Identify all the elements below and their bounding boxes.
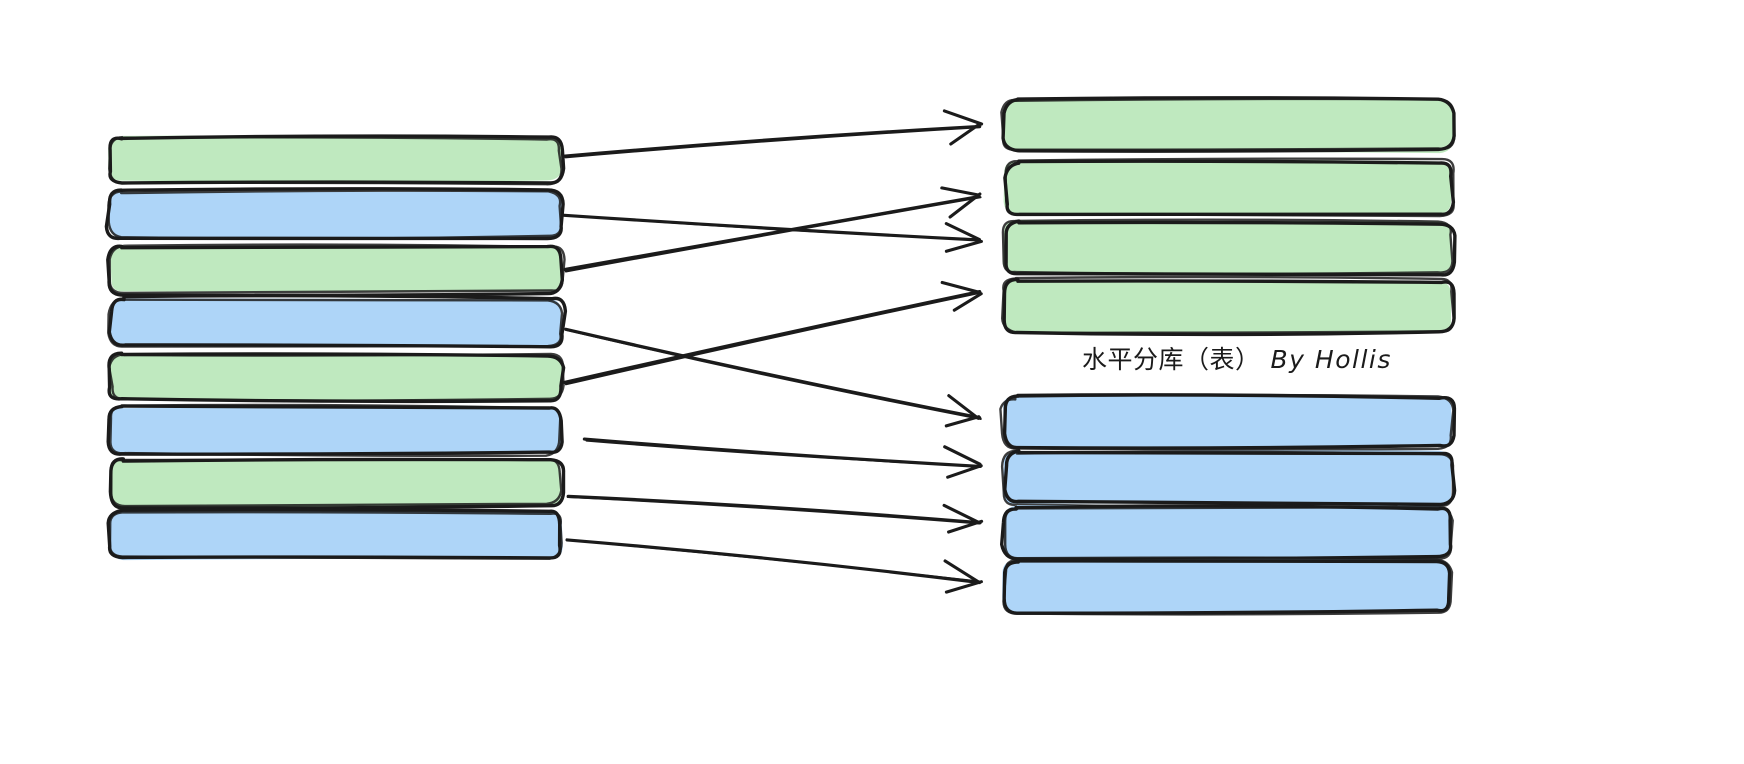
connection-arrow: [563, 186, 982, 273]
connection-arrow: [565, 538, 983, 594]
source-table-bar[interactable]: [108, 457, 566, 510]
connection-line: [562, 213, 980, 241]
bar-fill: [110, 245, 563, 292]
arrowhead-stroke: [944, 222, 981, 242]
bar-outline: [1003, 505, 1454, 560]
bar-fill: [109, 406, 562, 455]
caption-author: By Hollis: [1270, 345, 1392, 374]
connection-lines-layer: [562, 109, 984, 594]
bar-outline: [108, 510, 563, 560]
bar-outline: [109, 403, 562, 458]
bar-fill: [1003, 395, 1452, 449]
source-table-bar[interactable]: [106, 403, 564, 458]
arrowhead-stroke: [947, 394, 980, 420]
connection-line: [564, 196, 982, 273]
bar-outline: [110, 458, 563, 508]
source-stack-layer: [104, 134, 568, 561]
target-green-layer: [1000, 96, 1457, 337]
connection-line: [568, 539, 981, 583]
bar-outline: [1000, 449, 1455, 509]
arrowhead-stroke: [942, 109, 984, 126]
source-table-bar[interactable]: [106, 243, 566, 298]
arrowhead-stroke: [948, 192, 982, 219]
arrowhead-stroke: [943, 445, 982, 466]
connection-arrow: [566, 494, 984, 534]
bar-fill: [1004, 504, 1453, 559]
bar-outline: [1004, 219, 1457, 277]
bar-fill: [109, 191, 563, 239]
shard-blue-bar[interactable]: [1002, 557, 1454, 616]
arrowhead-stroke: [943, 559, 981, 584]
arrowhead-stroke: [942, 503, 981, 525]
connection-line: [562, 290, 982, 385]
bar-fill: [109, 510, 563, 561]
connection-arrow: [562, 280, 983, 386]
bar-outline: [1001, 275, 1455, 334]
connection-line: [585, 439, 980, 468]
bar-fill: [1002, 558, 1451, 613]
arrowhead-stroke: [944, 580, 983, 594]
bar-outline: [108, 243, 566, 295]
connection-line: [564, 126, 981, 159]
shard-blue-bar[interactable]: [1000, 504, 1454, 561]
caption-chinese: 水平分库（表）: [1082, 345, 1261, 374]
arrowhead-stroke: [952, 292, 983, 312]
shard-green-bar[interactable]: [1000, 96, 1456, 154]
bar-outline: [107, 189, 563, 240]
bar-fill: [109, 459, 561, 508]
bar-fill: [109, 354, 564, 401]
bar-outline: [1000, 97, 1456, 151]
shard-green-bar[interactable]: [1001, 275, 1456, 337]
shard-green-bar[interactable]: [1001, 218, 1457, 277]
source-table-bar[interactable]: [104, 187, 565, 241]
arrowhead-stroke: [940, 280, 980, 294]
source-table-bar[interactable]: [107, 294, 568, 349]
target-blue-layer: [999, 393, 1457, 616]
bar-outline: [108, 352, 565, 402]
shard-blue-bar[interactable]: [999, 393, 1457, 452]
bar-outline: [1001, 218, 1454, 276]
bar-fill: [109, 298, 563, 348]
bar-outline: [999, 393, 1455, 452]
arrowhead-stroke: [940, 186, 981, 197]
diagram-caption: 水平分库（表） By Hollis: [1082, 340, 1392, 376]
shard-green-bar[interactable]: [1003, 157, 1456, 218]
source-table-bar[interactable]: [108, 134, 566, 186]
arrowhead-stroke: [947, 519, 984, 534]
connection-line: [564, 292, 981, 386]
source-table-bar[interactable]: [106, 507, 563, 561]
bar-fill: [1002, 450, 1452, 504]
arrowhead-stroke: [944, 415, 981, 428]
bar-outline: [107, 297, 564, 348]
connection-arrow: [582, 437, 983, 479]
bar-fill: [1003, 98, 1455, 154]
bar-fill: [1004, 280, 1452, 334]
bar-fill: [1003, 159, 1452, 215]
connection-line: [565, 328, 982, 420]
arrowhead-stroke: [949, 123, 980, 146]
connection-line: [563, 194, 981, 272]
bar-fill: [1002, 219, 1452, 274]
bar-outline: [104, 187, 565, 241]
arrowhead-stroke: [944, 239, 983, 253]
bar-outline: [1002, 557, 1454, 616]
bar-outline: [1004, 157, 1455, 218]
arrowhead-stroke: [946, 464, 983, 479]
source-table-bar[interactable]: [107, 351, 566, 404]
connection-arrow: [564, 327, 982, 428]
connection-line: [566, 496, 981, 525]
bar-outline: [108, 136, 563, 186]
shard-blue-bar[interactable]: [1000, 449, 1457, 509]
connection-arrow: [563, 109, 984, 159]
connection-arrow: [562, 213, 983, 253]
connection-line: [564, 327, 982, 420]
bar-fill: [108, 135, 562, 183]
